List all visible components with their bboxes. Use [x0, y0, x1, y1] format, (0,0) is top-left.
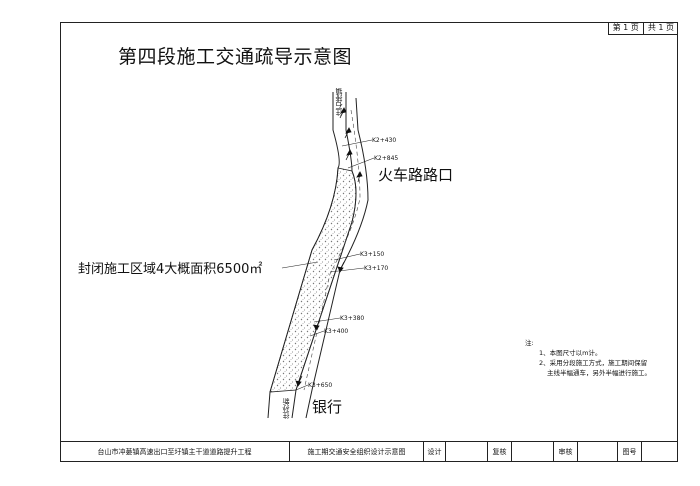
road-edge-inner	[305, 97, 369, 419]
review-field	[512, 442, 554, 462]
chainage-k3-650: K3+650	[308, 382, 333, 389]
design-field	[446, 442, 488, 462]
direction-north-label: 往石排镇	[335, 88, 343, 116]
zone-label-leader	[281, 261, 319, 269]
note-line: 2、采用分段施工方式，施工期间保留	[539, 359, 648, 367]
bank-label: 银行	[312, 398, 343, 416]
approve-label: 审核	[554, 442, 578, 462]
chainage-k3-400: K3+400	[324, 328, 349, 335]
drawing-no-label: 图号	[618, 442, 642, 462]
lane-centerline	[303, 109, 361, 391]
note-line: 1、本图尺寸以m计。	[539, 349, 602, 357]
drawing-no-field	[642, 442, 678, 462]
review-label: 复核	[488, 442, 512, 462]
approve-field	[578, 442, 618, 462]
chainage-k3-150: K3+150	[360, 251, 385, 258]
traffic-arrows	[295, 107, 363, 387]
sheet-number-box: 第 1 页 共 1 页	[607, 22, 678, 35]
chainage-k3-380: K3+380	[340, 315, 365, 322]
road-edge-outer	[267, 92, 340, 419]
chainage-k3-170: K3+170	[364, 265, 389, 272]
closed-zone-label: 封闭施工区域4大概面积6500㎡	[78, 262, 263, 277]
closed-work-zone	[269, 167, 357, 393]
notes-heading: 注:	[525, 339, 534, 347]
project-name: 台山市冲蒌镇高速出口至圩镇主干道道路提升工程	[60, 442, 290, 462]
chainage-leaders	[295, 139, 375, 391]
chainage-k2-845: K2+845	[374, 155, 399, 162]
road-edge-middle	[291, 92, 357, 419]
direction-south-label: 往孙新	[282, 398, 290, 419]
design-label: 设计	[424, 442, 446, 462]
note-line: 主线半幅通车，另外半幅进行施工。	[547, 369, 651, 377]
drawing-frame	[60, 22, 678, 462]
title-block: 台山市冲蒌镇高速出口至圩镇主干道道路提升工程 施工期交通安全组织设计示意图 设计…	[60, 441, 678, 462]
drawing-notes: 注: 1、本图尺寸以m计。 2、采用分段施工方式，施工期间保留 主线半幅通车，另…	[525, 338, 651, 378]
junction-label: 火车路路口	[378, 166, 454, 184]
drawing-title: 第四段施工交通疏导示意图	[118, 46, 353, 68]
sheet-current: 第 1 页	[612, 23, 639, 32]
drawing-name: 施工期交通安全组织设计示意图	[290, 442, 424, 462]
chainage-k2-430: K2+430	[372, 137, 397, 144]
sheet-total: 共 1 页	[642, 22, 678, 34]
